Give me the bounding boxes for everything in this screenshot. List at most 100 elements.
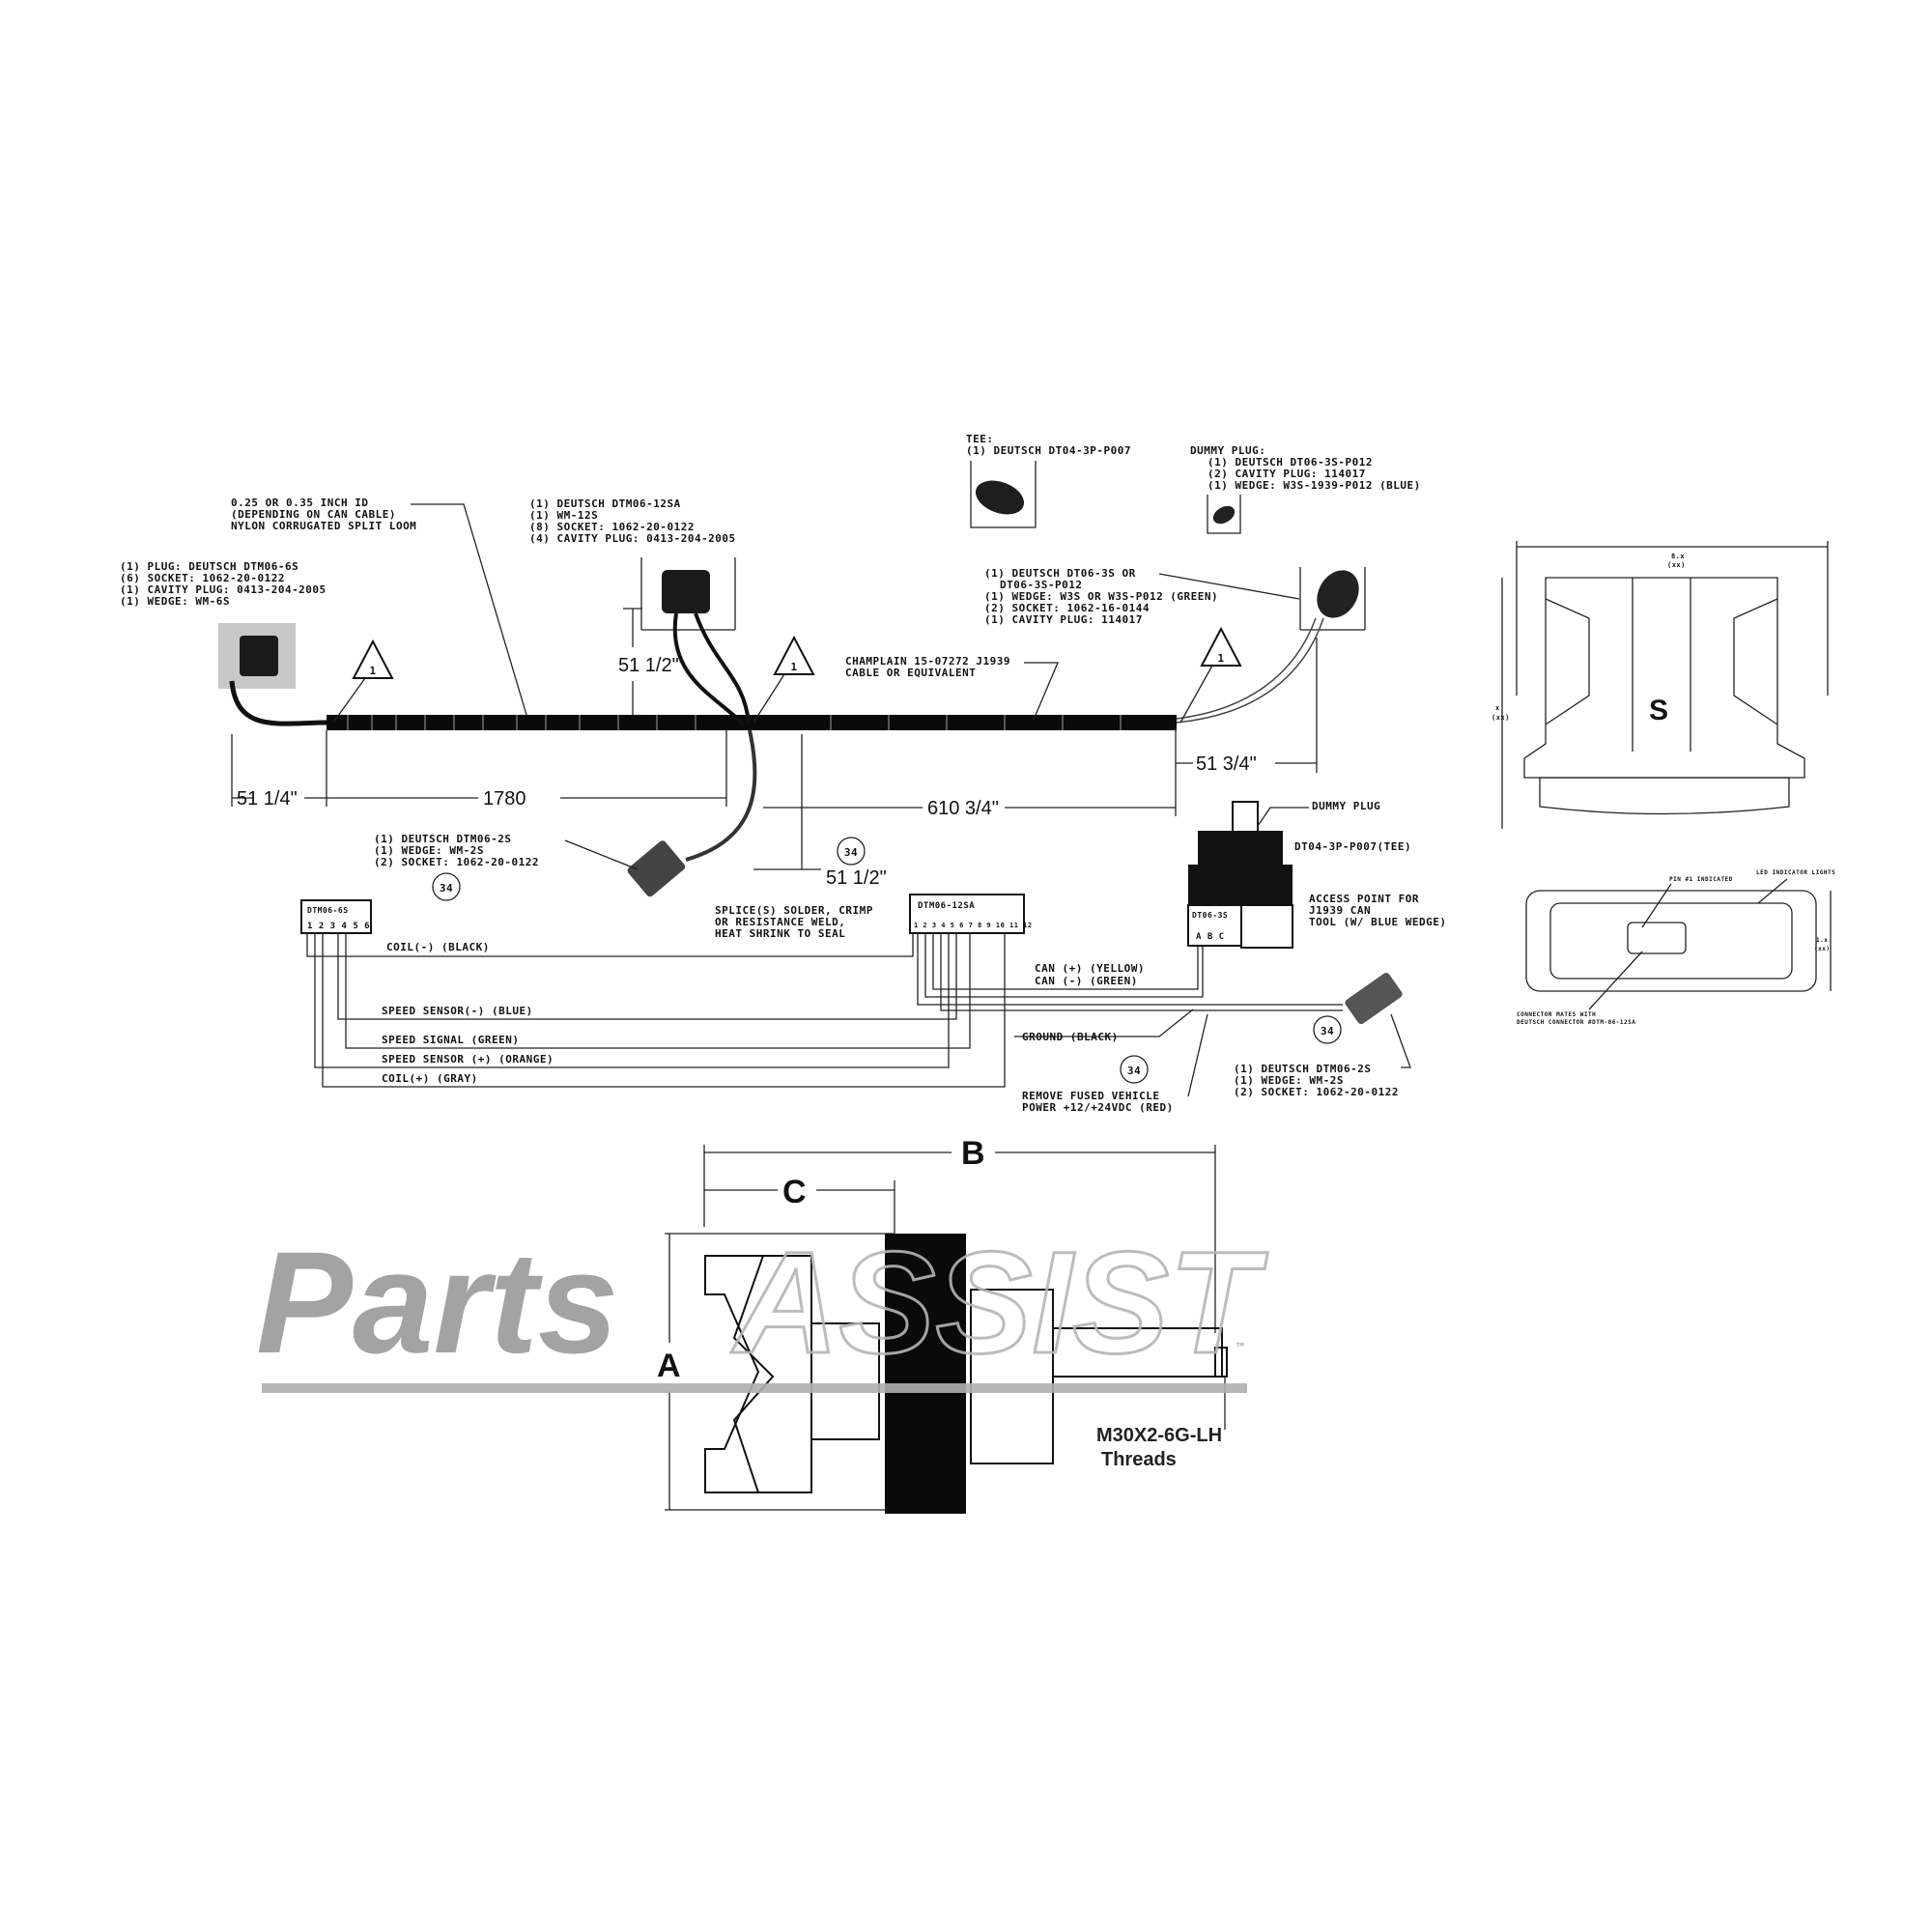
dim-a-label: A (657, 1348, 681, 1384)
warning-triangle: 1 (332, 639, 394, 724)
wire-can-pos: CAN (+) (YELLOW) (1035, 962, 1145, 975)
svg-text:34: 34 (1127, 1065, 1141, 1077)
wire-speed-sensor-pos: SPEED SENSOR (+) (ORANGE) (382, 1053, 554, 1065)
ecu-depth-unit: (xx) (1814, 946, 1830, 952)
mid-connector-photo (662, 570, 710, 613)
pump-fan-hub (704, 1255, 775, 1493)
thread-spec: M30X2-6G-LH (1096, 1425, 1222, 1446)
ecu-depth-dim: 1.x (1816, 937, 1828, 944)
ecu-connector (1627, 922, 1687, 954)
dummy-leader (1257, 807, 1309, 827)
warning-mark: 1 (790, 661, 797, 673)
wire-coil-pos: COIL(+) (GRAY) (382, 1072, 478, 1085)
main-harness-loom (327, 715, 1177, 730)
ecu-side-body (1525, 890, 1817, 992)
mid-lead-wires (672, 612, 751, 726)
tee-pins: A B C (1196, 932, 1225, 942)
conn-mid-pins: 1 2 3 4 5 6 7 8 9 10 11 12 (914, 922, 1033, 929)
loom-leader (411, 503, 527, 716)
wiring-schematic: DTM06-6S 1 2 3 4 5 6 DTM06-12SA 1 2 3 4 … (300, 800, 1446, 1114)
mid-plug-note: (1) DEUTSCH DTM06-12SA(1) WM-12S(8) SOCK… (529, 497, 736, 545)
watermark-underline (262, 1383, 1247, 1393)
schematic-wires (306, 933, 1343, 1088)
svg-text:34: 34 (844, 846, 858, 859)
conn-mid-name: DTM06-12SA (918, 901, 975, 911)
left-plug-note: (1) PLUG: DEUTSCH DTM06-6S(6) SOCKET: 10… (120, 560, 327, 608)
tee-body (1198, 831, 1283, 867)
ecu-led-label: LED INDICATOR LIGHTS (1756, 869, 1835, 876)
power-leader (1187, 1013, 1208, 1097)
callout-badge: 34 (1313, 1015, 1342, 1044)
watermark-parts: Parts (256, 1221, 618, 1383)
ecu-top-body (1523, 577, 1805, 779)
dummy-plug-note: DUMMY PLUG:(1) DEUTSCH DT06-3S-P012(2) C… (1190, 444, 1421, 492)
pump-shaft (1052, 1327, 1223, 1378)
ground-label: GROUND (BLACK) (1022, 1031, 1119, 1043)
tee-photo (975, 480, 1025, 515)
loom-ticks (347, 715, 1122, 730)
dim-right-tail: 51 3/4" (1196, 753, 1257, 775)
warning-mark: 1 (1217, 652, 1224, 665)
left-connector-body (240, 636, 278, 676)
tee-note: TEE:(1) DEUTSCH DT04-3P-P007 (966, 433, 1131, 457)
tee-label: DT04-3P-P007(TEE) (1294, 840, 1411, 853)
dim-right-span: 610 3/4" (927, 798, 999, 819)
dummy-plug-label: DUMMY PLUG (1312, 800, 1380, 812)
watermark-tm: ™ (1236, 1341, 1245, 1356)
lower-plug-note: (1) DEUTSCH DTM06-2S(1) WEDGE: WM-2S(2) … (374, 833, 539, 868)
ground-leader (1014, 1009, 1194, 1037)
wire-speed-signal: SPEED SIGNAL (GREEN) (382, 1034, 519, 1046)
mid-connector-frame (640, 557, 736, 631)
lower-connector-photo (627, 840, 686, 897)
ecu-logo: S (1649, 695, 1668, 726)
tee-body-label: DT06-3S (1192, 911, 1228, 920)
dim-main: 1780 (483, 788, 526, 810)
thread-label: Threads (1101, 1449, 1177, 1470)
dim-left: 51 1/4" (237, 788, 298, 810)
cable-leader (1024, 662, 1059, 721)
ecu-drawing: 8.x (xx) x (xx) S PIN #1 INDICATED LED I… (1492, 541, 1835, 1026)
warning-mark: 1 (369, 665, 376, 677)
warning-triangle: 1 (753, 635, 815, 724)
ecu-width-unit: (xx) (1667, 561, 1686, 569)
dummy-photo-frame (1207, 495, 1241, 534)
svg-text:34: 34 (1321, 1025, 1334, 1037)
dim-b-label: B (961, 1135, 985, 1172)
loom-note: 0.25 OR 0.35 INCH ID(DEPENDING ON CAN CA… (231, 497, 416, 532)
access-connector-photo (1345, 973, 1403, 1025)
callout-badge: 34 (1120, 1055, 1149, 1084)
tee-side-block (1240, 904, 1293, 949)
watermark-assist: ASSIST (730, 1221, 1268, 1383)
dim-lower-drop: 51 1/2" (826, 867, 887, 889)
svg-text:34: 34 (440, 882, 453, 895)
warning-triangle: 1 (1179, 626, 1242, 724)
wire-coil-neg: COIL(-) (BLACK) (386, 941, 490, 953)
ecu-pin-label: PIN #1 INDICATED (1669, 876, 1733, 883)
right-plug-leader (1158, 573, 1300, 600)
ecu-width-dim: 8.x (1671, 553, 1685, 560)
power-plug-leader (1390, 1013, 1411, 1068)
pump-drawing: B C A M30X2-6G-LH Threads (657, 1135, 1228, 1514)
conn-dtm06-12sa (909, 894, 1025, 934)
lower-lead-wires (685, 729, 757, 862)
callout-badge: 34 (432, 872, 461, 901)
ecu-height-dim: x (1495, 704, 1500, 712)
ecu-height-unit: (xx) (1492, 714, 1510, 722)
power-plug-note: (1) DEUTSCH DTM06-2S(1) WEDGE: WM-2S(2) … (1234, 1063, 1399, 1098)
wire-harness: 1 1 1 51 1/4" 1780 610 3/4" 51 3/4" 51 1… (120, 433, 1421, 901)
tee-base (1188, 865, 1293, 905)
dimension-lines (231, 608, 1318, 870)
dim-c-label: C (782, 1174, 807, 1210)
callout-badge: 34 (837, 837, 866, 866)
conn-left-name: DTM06-6S (307, 906, 349, 915)
wire-can-neg: CAN (-) (GREEN) (1035, 975, 1138, 987)
partsassist-watermark: Parts ASSIST ™ (256, 1220, 1270, 1393)
right-lead-wires (1176, 617, 1324, 724)
